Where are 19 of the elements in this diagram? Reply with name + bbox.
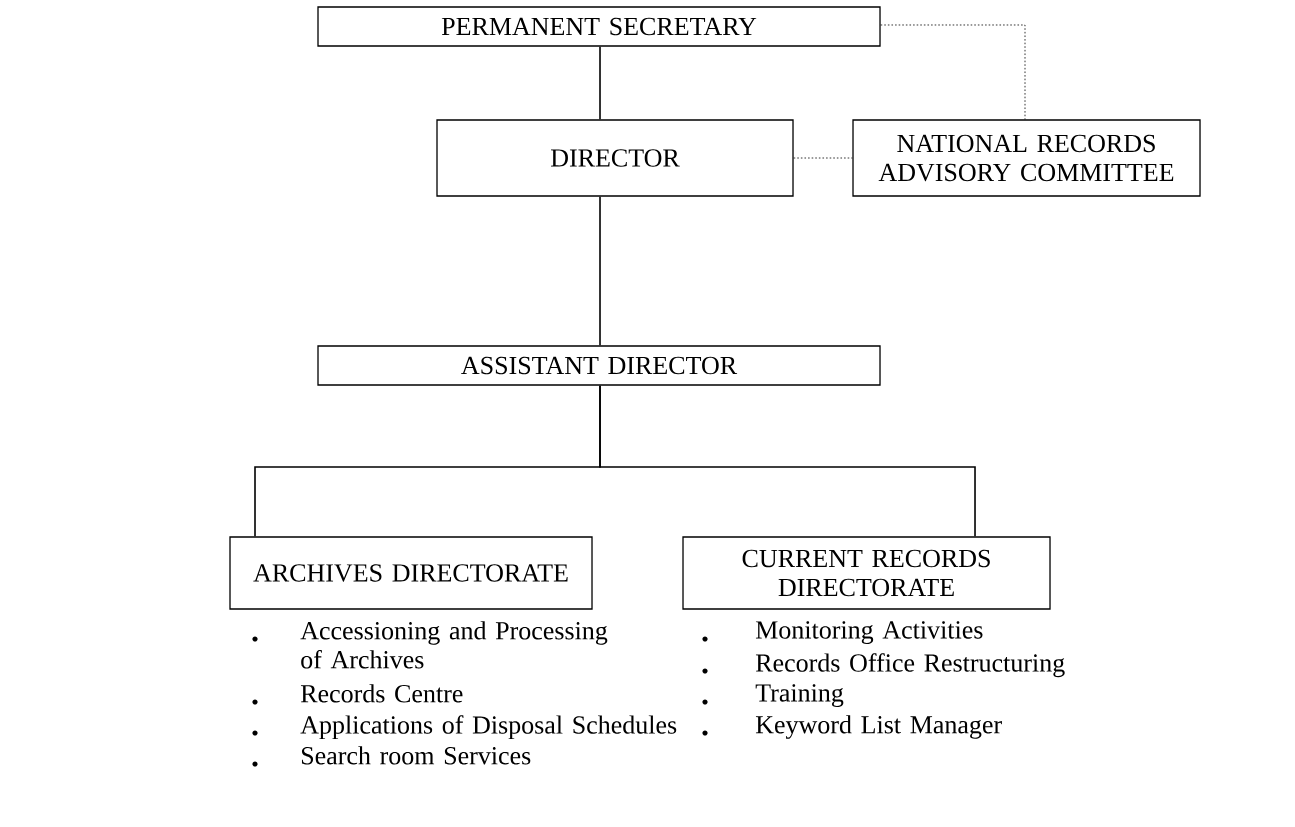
connector-line xyxy=(880,24,1026,120)
connector-line xyxy=(599,384,976,538)
org-box: NATIONAL RECORDS ADVISORY COMMITTEE xyxy=(852,119,1201,197)
org-box: ARCHIVES DIRECTORATE xyxy=(229,536,593,610)
connector-line xyxy=(599,45,601,121)
connector-line xyxy=(599,195,601,347)
list-item: Accessioning and Processing of Archives xyxy=(300,621,608,669)
list-item: Records Office Restructuring xyxy=(755,653,1065,678)
org-box: PERMANENT SECRETARY xyxy=(317,6,881,47)
list-item: Keyword List Manager xyxy=(755,715,1002,739)
org-box: CURRENT RECORDS DIRECTORATE xyxy=(682,536,1051,610)
list-item: Monitoring Activities xyxy=(755,621,983,645)
list-item: Training xyxy=(755,684,844,708)
list-item: Applications of Disposal Schedules xyxy=(300,715,677,740)
list-item: Search room Services xyxy=(301,746,531,765)
org-box: ASSISTANT DIRECTOR xyxy=(317,345,881,386)
list-item: Records Centre xyxy=(300,684,463,703)
org-box: DIRECTOR xyxy=(436,119,794,197)
connector-line xyxy=(793,157,853,159)
